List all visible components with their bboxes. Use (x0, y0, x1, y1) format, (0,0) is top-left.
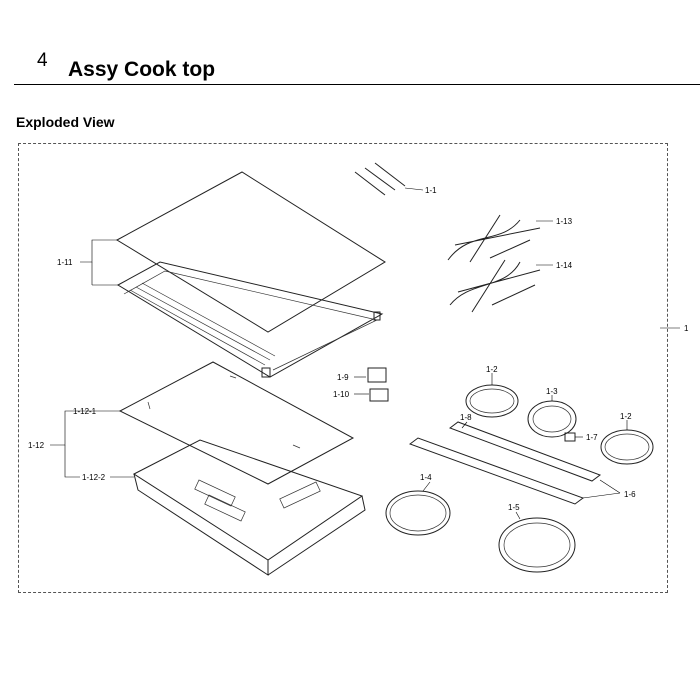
callout-1-14: 1-14 (556, 261, 573, 270)
induction-coil-1-3 (527, 400, 577, 438)
coil-bracket-upper (448, 421, 602, 482)
callout-1-12: 1-12 (28, 441, 45, 450)
callout-1-3: 1-3 (546, 387, 558, 396)
coil-bracket-lower (408, 437, 585, 505)
callout-1-1: 1-1 (425, 186, 437, 195)
callout-1-8: 1-8 (460, 413, 472, 422)
heater-plate (118, 361, 355, 485)
exploded-view-frame (18, 143, 668, 593)
clip-set (354, 162, 406, 196)
title-rule (14, 84, 700, 85)
callout-1-13: 1-13 (556, 217, 573, 226)
callout-1-10: 1-10 (333, 390, 350, 399)
callout-1-9: 1-9 (337, 373, 349, 382)
section-number: 4 (37, 50, 48, 71)
induction-coil-1-5 (498, 517, 576, 573)
callout-1-12-1: 1-12-1 (73, 407, 97, 416)
induction-coil-1-2-right (600, 429, 654, 465)
callout-1-12-2: 1-12-2 (82, 473, 106, 482)
glass-top-plate (115, 171, 386, 333)
base-chassis (133, 439, 366, 576)
sensor-module-lower (369, 388, 389, 402)
callout-1-2-right: 1-2 (620, 412, 632, 421)
induction-coil-1-2-left (465, 384, 519, 418)
callout-1-7: 1-7 (586, 433, 598, 442)
wire-harness-lower (449, 259, 541, 313)
callout-1: 1 (684, 324, 689, 333)
leader-lines (50, 187, 680, 520)
callout-1-5: 1-5 (508, 503, 520, 512)
sensor-1-7 (564, 432, 576, 442)
induction-coil-1-4 (385, 490, 451, 536)
callout-1-6: 1-6 (624, 490, 636, 499)
top-frame (116, 261, 384, 378)
callout-1-11: 1-11 (57, 258, 73, 267)
wire-harness-upper (447, 214, 541, 263)
callout-1-4: 1-4 (420, 473, 432, 482)
callout-1-2-left: 1-2 (486, 365, 498, 374)
exploded-view-heading: Exploded View (16, 114, 115, 130)
page-title: Assy Cook top (68, 58, 216, 81)
sensor-module-upper (367, 367, 387, 383)
